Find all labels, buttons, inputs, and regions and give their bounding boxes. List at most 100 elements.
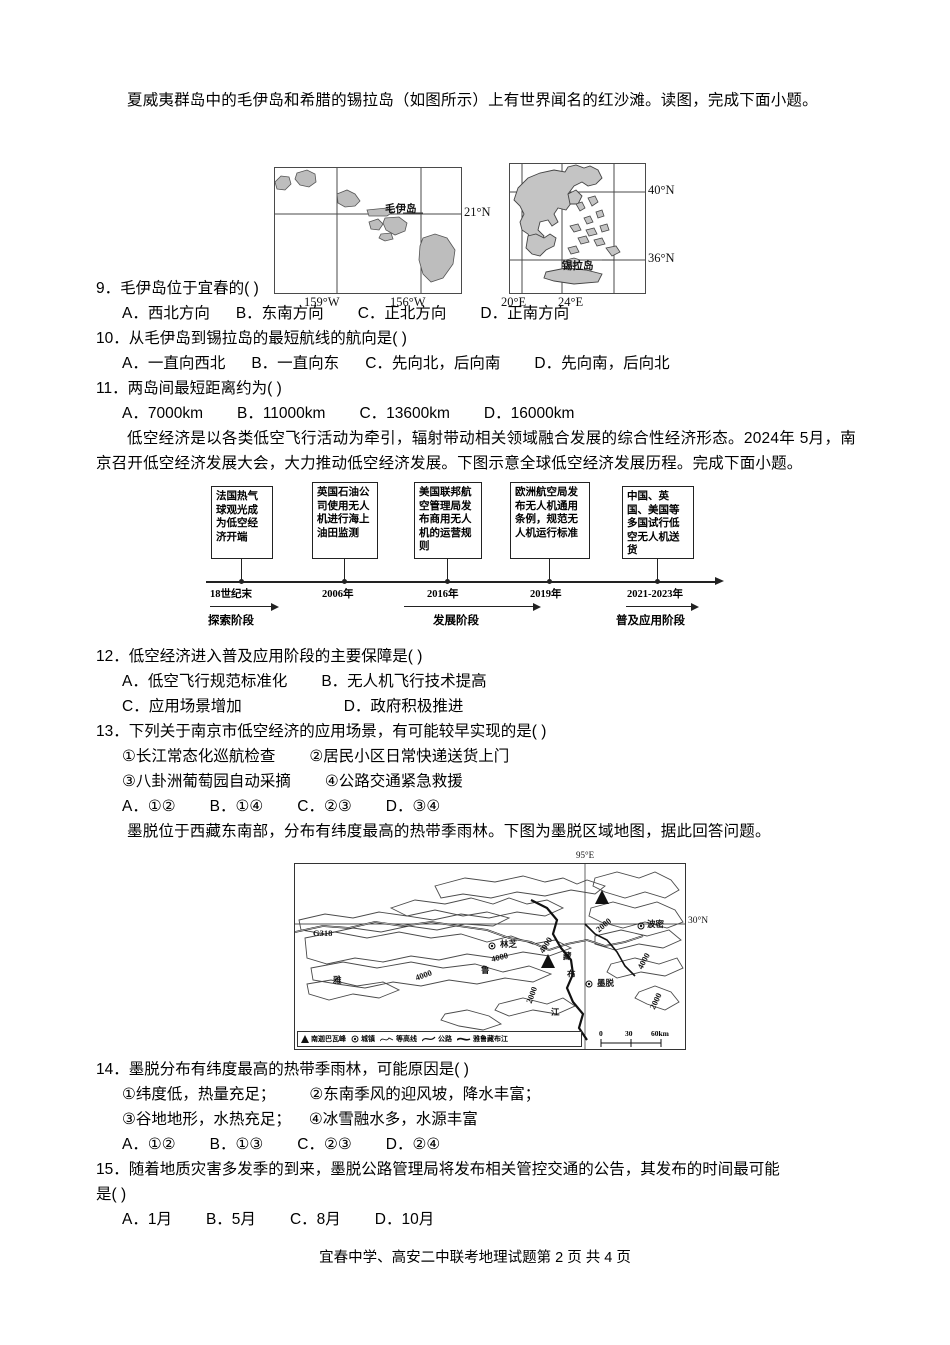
legend-item-town: 城镇 (351, 1034, 375, 1044)
question-14-items-row2: ③谷地地形，水热充足；④冰雪融水多，水源丰富 (96, 1107, 856, 1132)
motuo-lat-label: 30°N (688, 916, 709, 926)
question-14-options: A．①② B．①③ C．②③ D．②④ (96, 1132, 856, 1157)
timeline-dot-3 (444, 579, 450, 584)
road-line-icon (422, 1036, 436, 1042)
hawaii-lon-label-156w: 156°W (390, 295, 426, 309)
river-line-icon (457, 1037, 471, 1041)
question-10-options: A．一直向西北 B．一直向东 C．先向北，后向南 D．先向南，后向北 (96, 351, 856, 376)
motuo-town-motuo: 墨脱 (597, 978, 615, 988)
timeline-year-2: 2006年 (322, 589, 354, 600)
passage-3: 墨脱位于西藏东南部，分布有纬度最高的热带季雨林。下图为墨脱区域地图，据此回答问题… (127, 823, 771, 840)
phase-arrow-1-icon (271, 602, 279, 611)
option-9-d[interactable]: D．正南方向 (480, 305, 570, 322)
question-15-text-2: 是( ) (96, 1186, 127, 1203)
option-15-b[interactable]: B．5月 (205, 1211, 256, 1228)
option-10-b[interactable]: B．一直向东 (251, 355, 340, 372)
option-14-d[interactable]: D．②④ (385, 1136, 441, 1153)
scale-tick-0: 0 (599, 1029, 603, 1038)
question-15-stem-line2: 是( ) (96, 1182, 856, 1207)
timeline-event-4: 欧洲航空局发布无人机通用条例，规范无人机运行标准 (510, 482, 590, 559)
option-10-a[interactable]: A．一直向西北 (122, 355, 226, 372)
question-13-stem: 13．下列关于南京市低空经济的应用场景，有可能较早实现的是( ) (96, 719, 856, 744)
option-15-d[interactable]: D．10月 (374, 1211, 435, 1228)
timeline-axis (206, 581, 716, 583)
option-12-c[interactable]: C．应用场景增加 (122, 698, 242, 715)
motuo-road-label: G318 (313, 928, 333, 938)
option-11-c[interactable]: C．13600km (359, 405, 450, 422)
legend-item-river: 雅鲁藏布江 (457, 1034, 508, 1044)
timeline-stem-2 (344, 559, 346, 582)
phase-arrow-2-icon (533, 602, 541, 611)
option-12-b[interactable]: B．无人机飞行技术提高 (321, 673, 487, 690)
option-11-b[interactable]: B．11000km (236, 405, 326, 422)
timeline-event-5: 中国、英国、美国等多国试行低空无人机送货 (622, 486, 694, 559)
question-13-options: A．①② B．①④ C．②③ D．③④ (96, 794, 856, 819)
motuo-town-linzhi: 林芝 (500, 939, 518, 949)
option-15-c[interactable]: C．8月 (289, 1211, 341, 1228)
option-13-c[interactable]: C．②③ (297, 798, 352, 815)
option-9-c[interactable]: C．正北方向 (357, 305, 447, 322)
legend-label-road: 公路 (438, 1035, 452, 1043)
timeline-stem-5 (657, 559, 659, 582)
scale-tick-30: 30 (625, 1029, 633, 1038)
question-block-14-15: 14．墨脱分布有纬度最高的热带季雨林，可能原因是( ) ①纬度低，热量充足；②东… (96, 1057, 856, 1232)
question-9-options: A．西北方向 B．东南方向 C．正北方向 D．正南方向 (96, 301, 856, 326)
phase-line-2 (404, 606, 534, 608)
phase-label-3: 普及应用阶段 (616, 615, 685, 627)
phase-label-2: 发展阶段 (433, 615, 479, 627)
question-15-text-1: 随着地质灾害多发季的到来，墨脱公路管理局将发布相关管控交通的公告，其发布的时间最… (128, 1161, 780, 1178)
hawaii-island-label: 毛伊岛 (385, 204, 417, 215)
greece-map: 锡拉岛 (509, 163, 646, 294)
question-15-stem-line1: 15．随着地质灾害多发季的到来，墨脱公路管理局将发布相关管控交通的公告，其发布的… (96, 1157, 856, 1182)
timeline-dot-1 (238, 579, 244, 584)
option-13-a[interactable]: A．①② (122, 798, 176, 815)
option-13-d[interactable]: D．③④ (385, 798, 441, 815)
river-label-char-3: 藏 (563, 951, 572, 961)
option-14-b[interactable]: B．①③ (209, 1136, 264, 1153)
timeline-event-1: 法国热气球观光成为低空经济开端 (211, 486, 273, 559)
question-14-stem: 14．墨脱分布有纬度最高的热带季雨林，可能原因是( ) (96, 1057, 856, 1082)
greece-island-label: 锡拉岛 (562, 261, 594, 272)
option-12-d[interactable]: D．政府积极推进 (343, 698, 464, 715)
question-13-sep: ． (113, 723, 129, 740)
question-12-number: 12 (96, 648, 114, 665)
legend-label-town: 城镇 (361, 1035, 375, 1043)
legend-item-road: 公路 (422, 1034, 452, 1044)
question-9-stem: 9．毛伊岛位于宜春的( ) (96, 276, 856, 301)
peak-triangle-icon (301, 1035, 309, 1043)
timeline-dot-5 (654, 579, 660, 584)
option-9-a[interactable]: A．西北方向 (122, 305, 210, 322)
option-11-d[interactable]: D．16000km (483, 405, 575, 422)
option-14-a[interactable]: A．①② (122, 1136, 176, 1153)
option-12-a[interactable]: A．低空飞行规范标准化 (122, 673, 288, 690)
question-10-stem: 10．从毛伊岛到锡拉岛的最短航线的航向是( ) (96, 326, 856, 351)
question-12-text: 低空经济进入普及应用阶段的主要保障是( ) (128, 648, 423, 665)
timeline-year-1: 18世纪末 (210, 589, 252, 600)
question-9-text: 毛伊岛位于宜春的( ) (120, 280, 259, 297)
option-15-a[interactable]: A．1月 (122, 1211, 172, 1228)
map-legend: 南迦巴瓦峰 城镇 等高线 公路 雅鲁藏布江 (297, 1031, 582, 1047)
option-9-b[interactable]: B．东南方向 (235, 305, 324, 322)
option-13-b[interactable]: B．①④ (209, 798, 264, 815)
item-13-4: ④公路交通紧急救援 (324, 773, 463, 790)
item-13-2: ②居民小区日常快递送货上门 (309, 748, 510, 765)
timeline-stem-1 (241, 559, 243, 582)
timeline-axis-arrow-icon (715, 577, 724, 585)
timeline-year-5: 2021-2023年 (627, 589, 683, 600)
option-10-d[interactable]: D．先向南，后向北 (534, 355, 670, 372)
question-15-sep: ． (113, 1161, 129, 1178)
question-12-options-row1: A．低空飞行规范标准化 B．无人机飞行技术提高 (96, 669, 856, 694)
greece-lon-label-20e: 20°E (501, 295, 527, 309)
option-10-c[interactable]: C．先向北，后向南 (365, 355, 501, 372)
motuo-town-bomi: 波密 (647, 919, 665, 929)
legend-item-peak: 南迦巴瓦峰 (301, 1034, 346, 1044)
item-14-4: ④冰雪融水多，水源丰富 (308, 1111, 478, 1128)
option-14-c[interactable]: C．②③ (297, 1136, 352, 1153)
option-11-a[interactable]: A．7000km (122, 405, 203, 422)
phase-line-3 (626, 606, 692, 608)
timeline-dot-2 (341, 579, 347, 584)
timeline-stem-4 (549, 559, 551, 582)
scale-tick-60: 60km (651, 1029, 669, 1038)
